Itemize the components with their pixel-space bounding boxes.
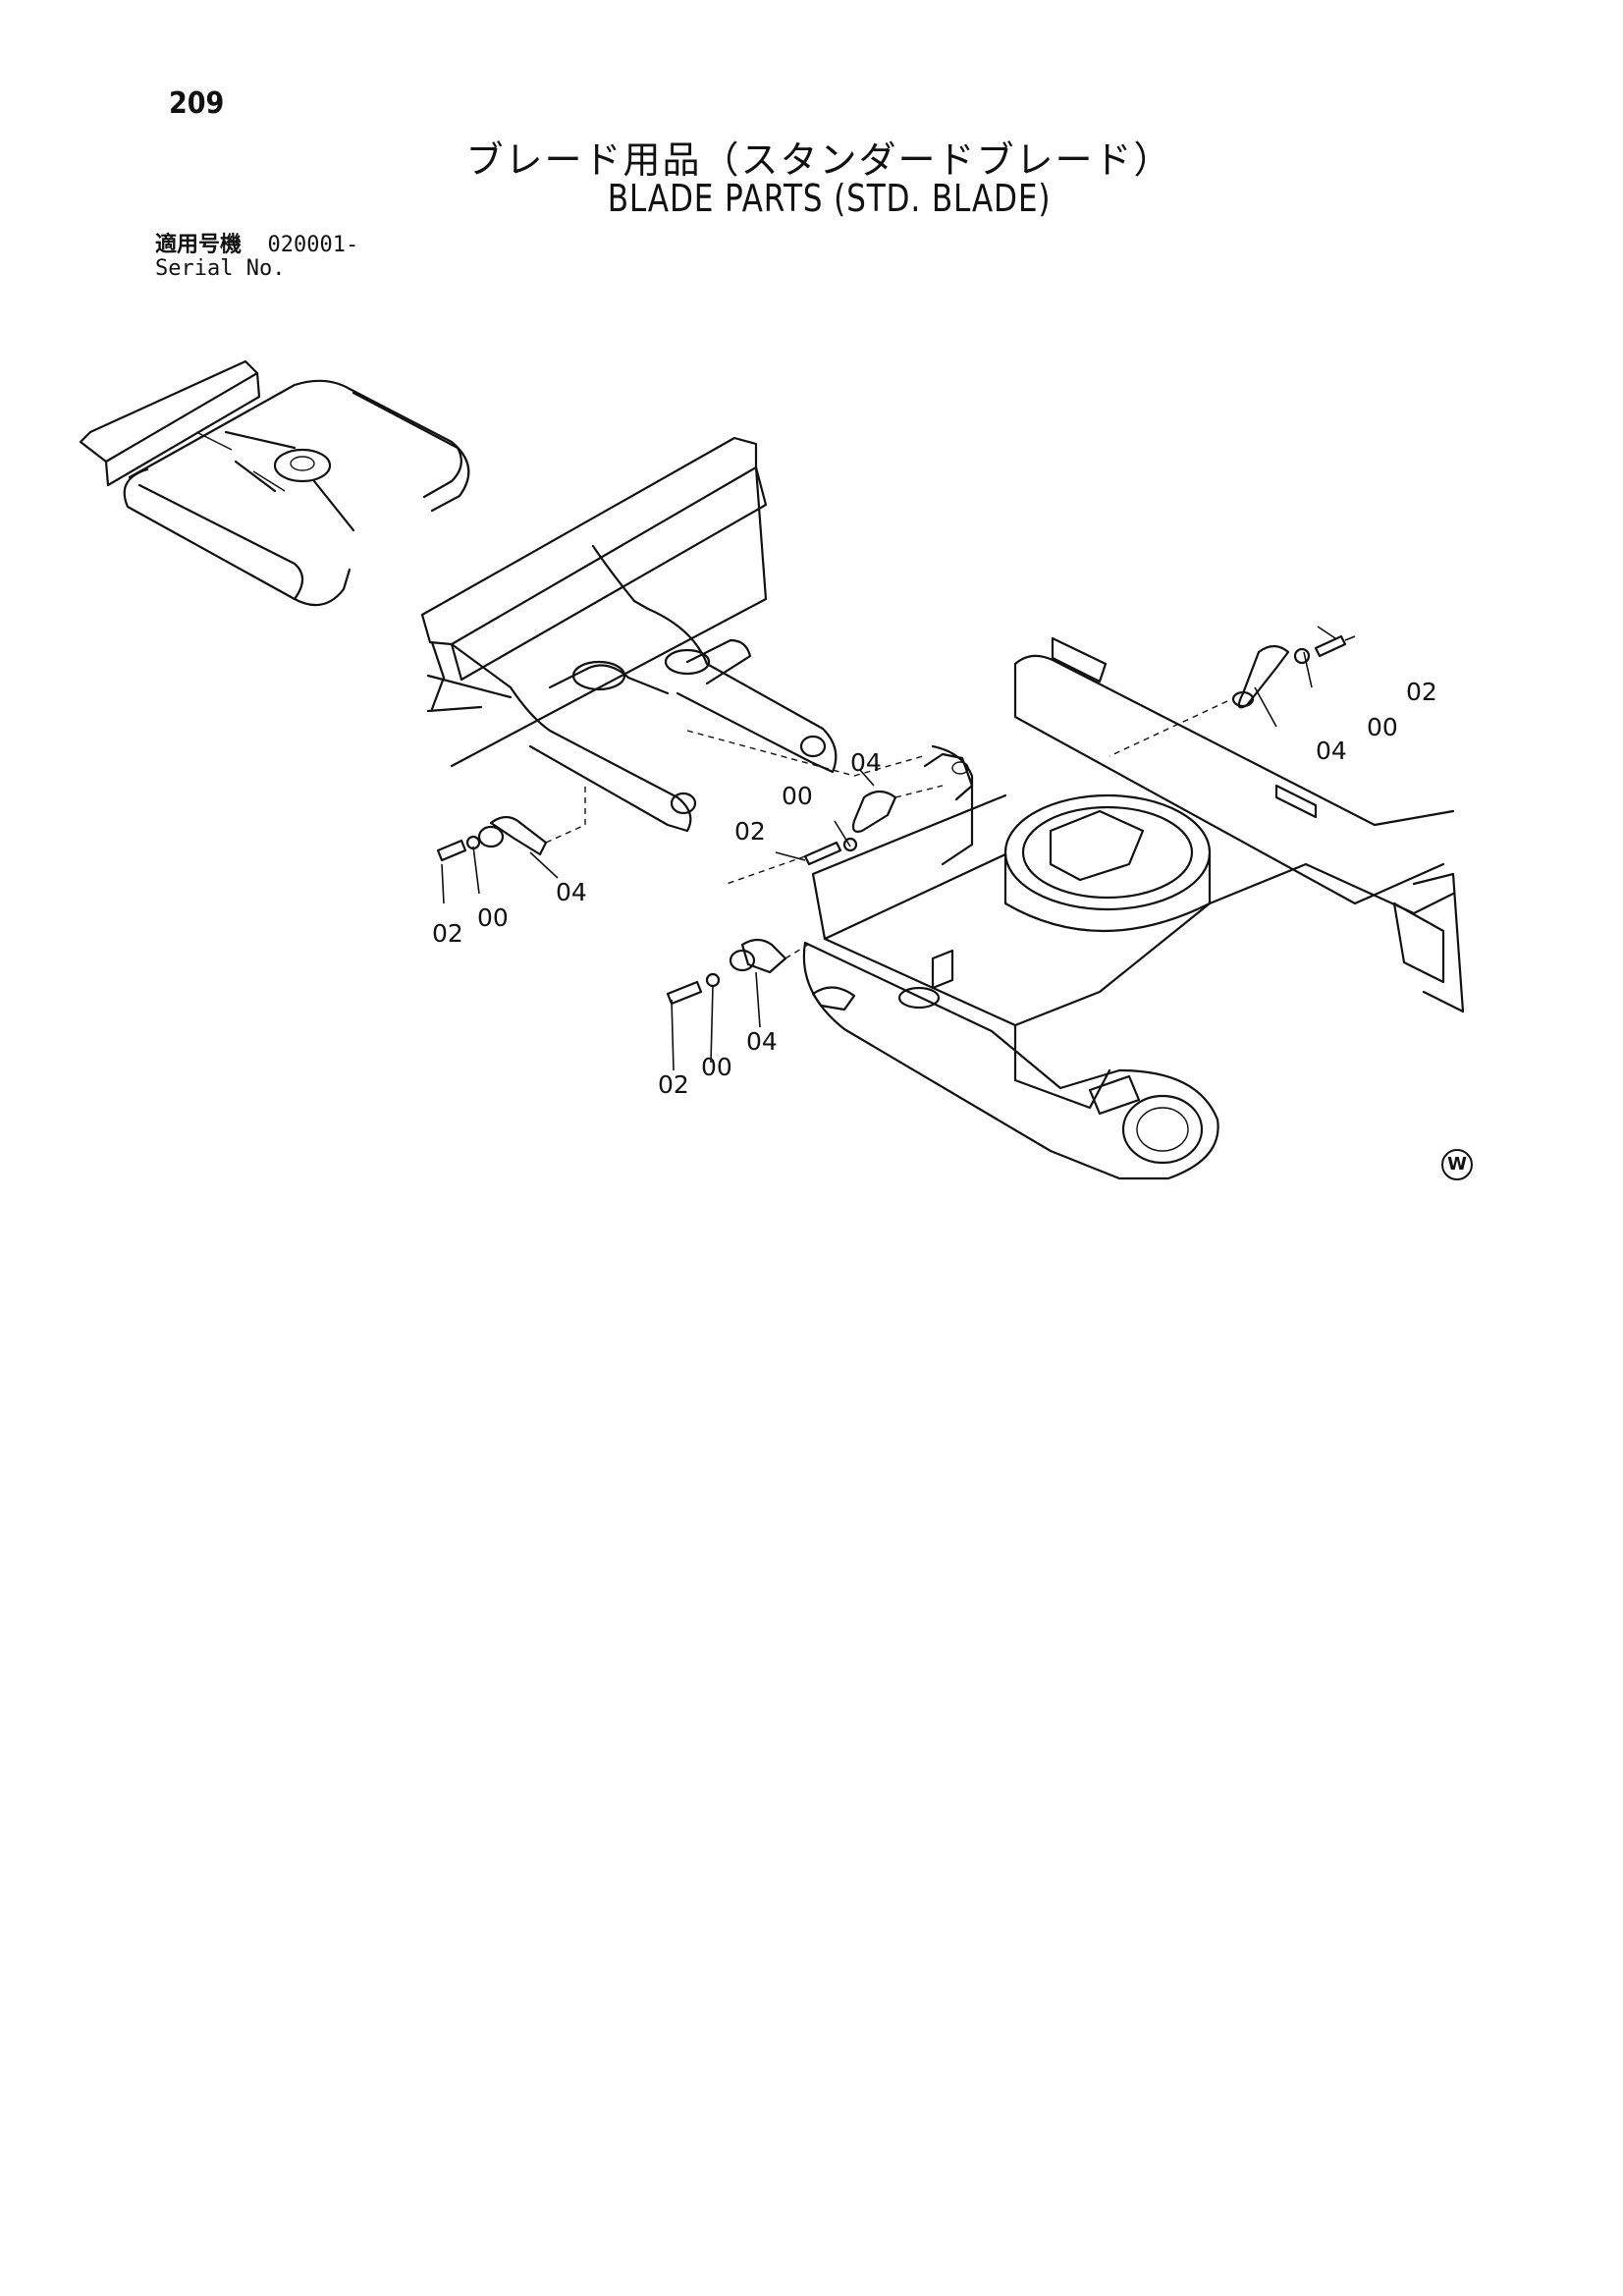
serial-label-jp: 適用号機 [155, 233, 243, 257]
callout-02-left: 02 [432, 919, 463, 948]
overview-sketch [79, 359, 470, 607]
callout-02-top-right: 02 [1406, 678, 1437, 706]
callout-02-center: 02 [734, 817, 766, 846]
track-frame [802, 636, 1465, 1180]
title-en-text: BLADE PARTS (STD. BLADE) [607, 177, 1052, 220]
callout-00-center: 00 [782, 782, 813, 810]
callout-00-top-right: 00 [1367, 713, 1398, 741]
serial-number-block: 適用号機 020001- Serial No. [155, 234, 358, 281]
page-title-japanese: ブレード用品（スタンダードブレード） [0, 130, 1623, 184]
callout-04-left: 04 [556, 878, 587, 906]
callout-00-left: 00 [477, 903, 509, 932]
callout-04-center: 04 [850, 748, 882, 777]
leader-lines [441, 626, 1336, 1071]
callout-00-bottom: 00 [701, 1053, 732, 1081]
page-title-english: BLADE PARTS (STD. BLADE) [146, 177, 1477, 220]
callout-02-bottom: 02 [658, 1070, 689, 1099]
blade-assembly [420, 436, 838, 833]
callout-04-bottom: 04 [746, 1027, 778, 1056]
fasteners [436, 634, 1356, 1006]
serial-label-en: Serial No. [155, 256, 286, 281]
serial-value: 020001- [267, 233, 359, 257]
w-circle-mark: W [1441, 1149, 1473, 1180]
serial-row: 適用号機 020001- [155, 234, 358, 257]
callout-04-top-right: 04 [1316, 737, 1347, 765]
page-number: 209 [169, 86, 225, 121]
title-jp-text: ブレード用品（スタンダードブレード） [465, 138, 1173, 182]
